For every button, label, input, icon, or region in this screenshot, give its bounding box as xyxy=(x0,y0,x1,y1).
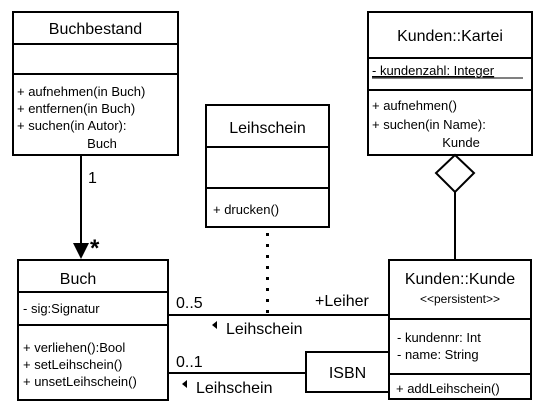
class-buchbestand: Buchbestand + aufnehmen(in Buch) + entfe… xyxy=(12,11,179,156)
class-buch-attribute: - sig:Signatur xyxy=(23,301,100,316)
direction-triangle-icon xyxy=(182,380,187,388)
association-bestand-buch: 1 * xyxy=(73,155,100,262)
class-kunden-kartei-attribute: - kundenzahl: Integer xyxy=(372,63,495,78)
qualifier-isbn-box xyxy=(305,351,390,393)
arrowhead-icon xyxy=(73,243,89,259)
class-kunden-kunde: Kunden::Kunde <<persistent>> - kundennr:… xyxy=(388,259,532,400)
role-leiher: +Leiher xyxy=(315,293,369,310)
class-kunden-kartei-operation: + aufnehmen() xyxy=(372,98,457,113)
class-buch-operation: + unsetLeihschein() xyxy=(23,374,137,389)
multiplicity-buch: * xyxy=(90,235,100,262)
class-kunden-kartei-operation: Kunde xyxy=(442,135,480,150)
class-buchbestand-operation: + aufnehmen(in Buch) xyxy=(17,84,145,99)
association-buch-kunde-upper: 0..5 +Leiher Leihschein xyxy=(168,293,389,338)
class-buchbestand-name: Buchbestand xyxy=(49,21,142,38)
class-buchbestand-operation: Buch xyxy=(87,136,117,151)
class-kunden-kunde-box xyxy=(388,259,532,400)
multiplicity-lower: 0..1 xyxy=(176,354,203,371)
class-buch-operation: + setLeihschein() xyxy=(23,357,122,372)
class-leihschein: Leihschein + drucken() xyxy=(205,104,330,228)
qualifier-isbn: ISBN xyxy=(305,351,390,393)
association-name-lower: Leihschein xyxy=(196,380,273,397)
class-buchbestand-operation: + entfernen(in Buch) xyxy=(17,101,135,116)
class-leihschein-box xyxy=(205,104,330,228)
multiplicity-upper: 0..5 xyxy=(176,295,203,312)
class-kunden-kartei-box xyxy=(367,11,533,156)
class-kunden-kunde-name: Kunden::Kunde xyxy=(405,271,515,288)
composition-kartei-kunde xyxy=(434,153,476,260)
class-kunden-kartei: Kunden::Kartei - kundenzahl: Integer + a… xyxy=(367,11,533,156)
class-buchbestand-operation: + suchen(in Autor): xyxy=(17,118,126,133)
class-kunden-kunde-operation: + addLeihschein() xyxy=(396,381,500,396)
class-kunden-kunde-attribute: - kundennr: Int xyxy=(397,330,481,345)
class-buch-operation: + verliehen():Bool xyxy=(23,340,125,355)
class-kunden-kartei-name: Kunden::Kartei xyxy=(397,28,503,45)
class-buchbestand-box xyxy=(12,11,179,156)
multiplicity-bestand: 1 xyxy=(88,170,97,187)
class-kunden-kunde-attribute: - name: String xyxy=(397,347,479,362)
direction-triangle-icon xyxy=(212,321,217,329)
class-buch-name: Buch xyxy=(60,271,96,288)
class-leihschein-name: Leihschein xyxy=(229,120,306,137)
class-kunden-kartei-operation: + suchen(in Name): xyxy=(372,117,486,132)
association-buch-kunde-lower: 0..1 Leihschein xyxy=(168,354,306,397)
class-leihschein-operation: + drucken() xyxy=(213,202,279,217)
qualifier-isbn-label: ISBN xyxy=(329,365,366,382)
association-name-upper: Leihschein xyxy=(226,321,303,338)
composition-diamond-icon xyxy=(434,153,476,194)
class-buch-box xyxy=(17,259,169,401)
class-kunden-kunde-stereotype: <<persistent>> xyxy=(420,292,500,306)
class-buch: Buch - sig:Signatur + verliehen():Bool +… xyxy=(17,259,169,401)
